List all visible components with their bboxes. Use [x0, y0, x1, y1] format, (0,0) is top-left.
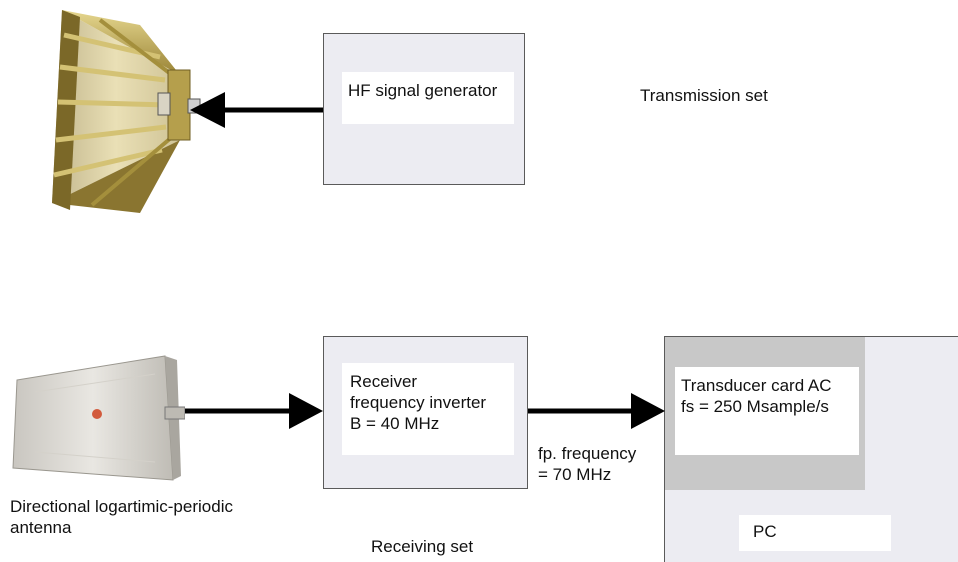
transducer-card-label-area: Transducer card AC fs = 250 Msample/s	[675, 367, 859, 455]
transducer-card-label: Transducer card AC fs = 250 Msample/s	[681, 376, 832, 416]
hf-signal-generator-label-area: HF signal generator	[342, 72, 514, 124]
pc-label: PC	[753, 522, 777, 541]
receiving-set-label: Receiving set	[371, 537, 474, 556]
log-periodic-antenna-icon	[12, 355, 185, 481]
transducer-card-box: Transducer card AC fs = 250 Msample/s	[665, 337, 865, 490]
receiver-box: Receiver frequency inverter B = 40 MHz	[323, 336, 528, 489]
horn-antenna-icon	[52, 10, 201, 213]
arrow-generator-to-horn	[190, 92, 323, 128]
pc-label-area: PC	[739, 515, 891, 551]
hf-signal-generator-label: HF signal generator	[348, 81, 498, 100]
transmission-set-label: Transmission set	[640, 86, 768, 105]
antenna-label: Directional logartimic-periodic antenna	[10, 497, 233, 537]
arrow-receiver-to-card	[528, 393, 665, 429]
arrow-antenna-to-receiver	[185, 393, 323, 429]
intermediate-frequency-label: fp. frequency = 70 MHz	[538, 444, 637, 484]
receiver-label-area: Receiver frequency inverter B = 40 MHz	[342, 363, 514, 455]
receiver-label: Receiver frequency inverter B = 40 MHz	[350, 372, 487, 433]
hf-signal-generator-box: HF signal generator	[323, 33, 525, 185]
pc-box: Transducer card AC fs = 250 Msample/s PC	[664, 336, 958, 562]
